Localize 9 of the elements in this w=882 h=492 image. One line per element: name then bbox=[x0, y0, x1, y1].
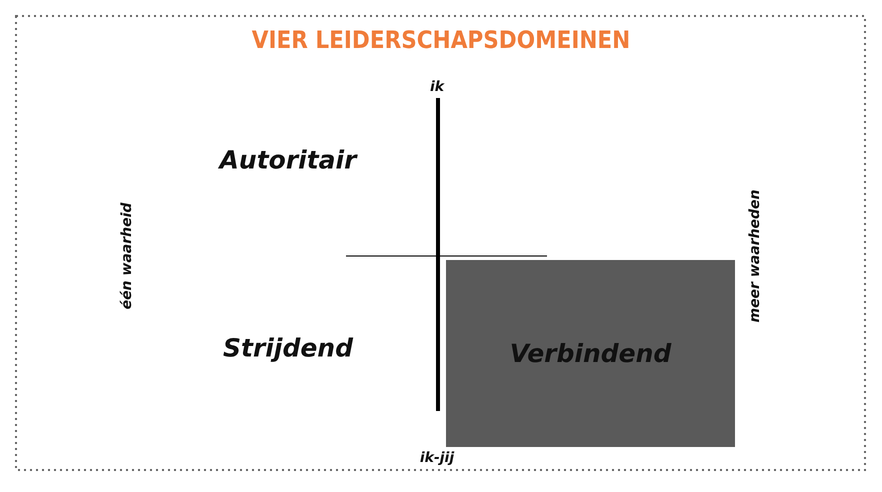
axis-label: ik-jij bbox=[420, 450, 454, 466]
quadrant-label: Autoritair bbox=[220, 146, 356, 174]
quadrant-label: Verbindend bbox=[510, 339, 672, 368]
axis-label: ik bbox=[430, 79, 444, 95]
title: VIER LEIDERSCHAPSDOMEINEN bbox=[252, 26, 630, 54]
quadrant-label: Strijdend bbox=[223, 334, 353, 362]
axis-label: één waarheid bbox=[119, 202, 135, 310]
quadrant-box bbox=[446, 260, 735, 447]
axis-label: meer waarheden bbox=[747, 189, 763, 323]
